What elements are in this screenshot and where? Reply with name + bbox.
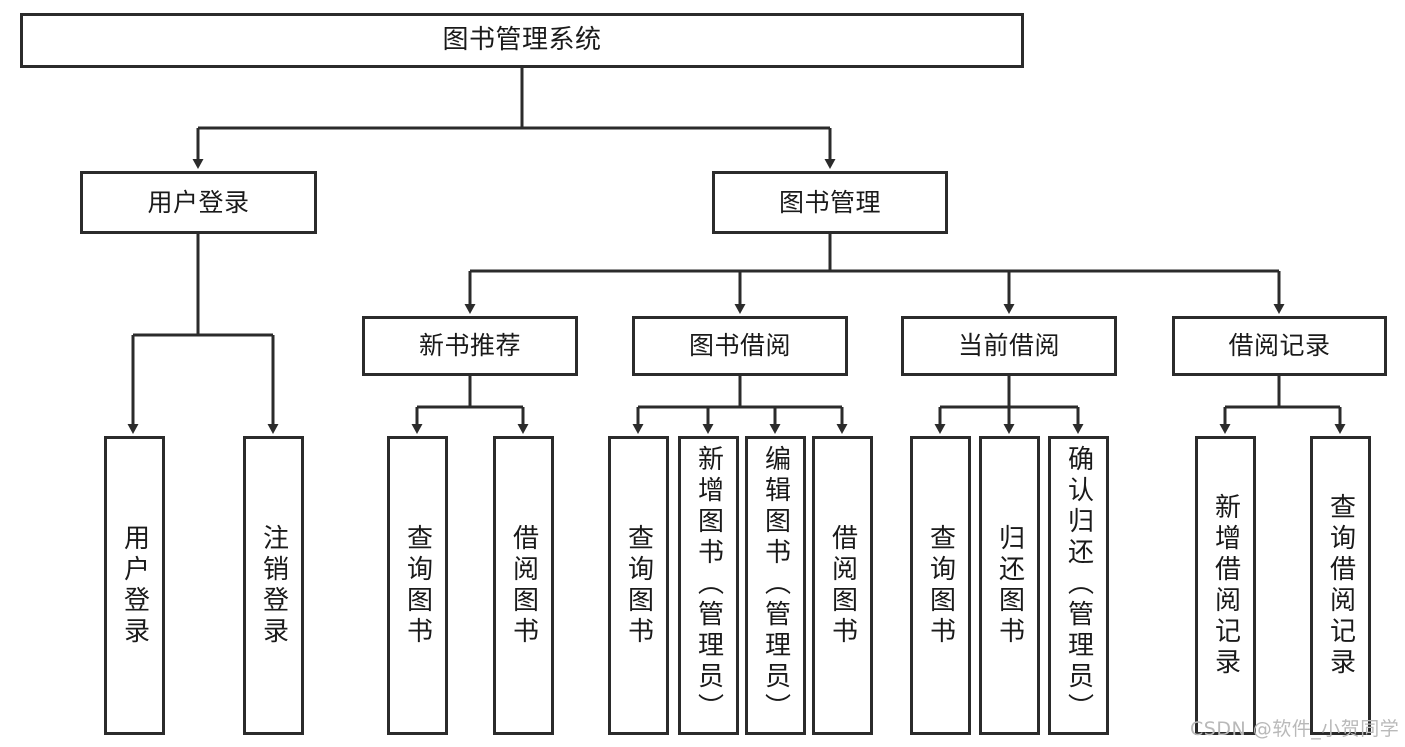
node-label: 当前借阅 [957, 331, 1060, 361]
node-book-management[interactable]: 图书管理 [712, 171, 948, 234]
node-label: 借阅记录 [1228, 331, 1331, 361]
node-label: 新增图书（管理员） [693, 445, 724, 724]
node-label: 借阅图书 [827, 523, 858, 648]
node-label: 新书推荐 [418, 331, 521, 361]
node-label: 确认归还（管理员） [1063, 445, 1094, 724]
node-label: 编辑图书（管理员） [760, 445, 791, 724]
leaf-book-borrow-add[interactable]: 新增图书（管理员） [678, 436, 739, 735]
node-label: 注销登录 [258, 523, 289, 648]
leaf-book-borrow-edit[interactable]: 编辑图书（管理员） [745, 436, 806, 735]
leaf-borrow-record-add[interactable]: 新增借阅记录 [1195, 436, 1256, 735]
node-label: 查询图书 [623, 523, 654, 648]
node-root-system[interactable]: 图书管理系统 [20, 13, 1024, 68]
node-user-login[interactable]: 用户登录 [80, 171, 317, 234]
csdn-watermark: CSDN @软件_小贺同学 [1190, 718, 1400, 740]
node-label: 图书借阅 [688, 331, 791, 361]
leaf-current-borrow-query[interactable]: 查询图书 [910, 436, 971, 735]
node-label: 图书管理系统 [442, 25, 602, 56]
node-borrow-record[interactable]: 借阅记录 [1172, 316, 1387, 376]
node-current-borrow[interactable]: 当前借阅 [901, 316, 1117, 376]
leaf-new-book-borrow[interactable]: 借阅图书 [493, 436, 554, 735]
leaf-new-book-query[interactable]: 查询图书 [387, 436, 448, 735]
leaf-borrow-record-query[interactable]: 查询借阅记录 [1310, 436, 1371, 735]
node-new-book-recommend[interactable]: 新书推荐 [362, 316, 578, 376]
leaf-current-borrow-confirm-return[interactable]: 确认归还（管理员） [1048, 436, 1109, 735]
leaf-book-borrow-query[interactable]: 查询图书 [608, 436, 669, 735]
leaf-current-borrow-return[interactable]: 归还图书 [979, 436, 1040, 735]
leaf-user-login-logout[interactable]: 注销登录 [243, 436, 304, 735]
node-label: 图书管理 [778, 187, 881, 217]
leaf-book-borrow-borrow[interactable]: 借阅图书 [812, 436, 873, 735]
node-label: 用户登录 [119, 523, 150, 648]
leaf-user-login-login[interactable]: 用户登录 [104, 436, 165, 735]
node-label: 借阅图书 [508, 523, 539, 648]
node-book-borrow[interactable]: 图书借阅 [632, 316, 848, 376]
node-label: 查询图书 [925, 523, 956, 648]
node-label: 用户登录 [147, 187, 250, 217]
node-label: 查询借阅记录 [1325, 492, 1356, 679]
node-label: 归还图书 [994, 523, 1025, 648]
node-label: 查询图书 [402, 523, 433, 648]
node-label: 新增借阅记录 [1210, 492, 1241, 679]
